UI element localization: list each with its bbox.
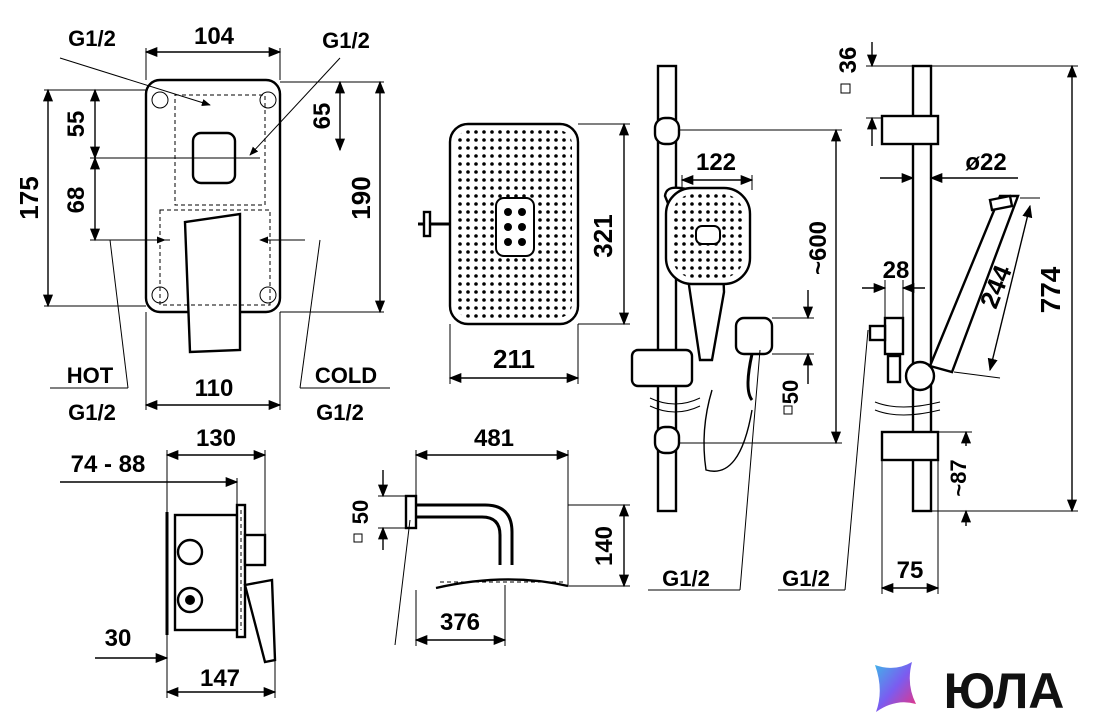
dim-handshower-122: 122: [696, 149, 736, 176]
yula-logo: ЮЛА: [875, 662, 1064, 719]
dim-190: 190: [346, 176, 376, 219]
thread-hot: G1/2: [68, 400, 116, 425]
dim-rail-87: ~87: [946, 459, 971, 496]
dim-shower-211: 211: [493, 344, 535, 374]
dim-rail-36: 36: [835, 47, 862, 74]
shower-arm-dimension-lines: [377, 449, 630, 646]
dim-rail-774: 774: [1035, 266, 1066, 313]
label-cold: COLD: [315, 363, 377, 388]
dim-rail-600: ~600: [805, 221, 832, 275]
mixer-dimension-lines: [42, 46, 390, 411]
dim-175: 175: [14, 176, 44, 219]
dim-55: 55: [63, 111, 90, 138]
thread-handshower-left: G1/2: [662, 566, 710, 591]
dim-box-147: 147: [200, 665, 240, 692]
thread-top-right: G1/2: [322, 28, 370, 53]
slide-rail-side-dimension-lines: [862, 42, 1078, 594]
logo-text: ЮЛА: [944, 663, 1065, 719]
dim-holder-50: 50: [778, 380, 803, 404]
slide-rail-dimension-lines: [648, 128, 869, 591]
dim-rail-d22: ø22: [965, 149, 1006, 176]
thread-handshower-right: G1/2: [782, 566, 830, 591]
shower-head-dimension-lines: [448, 122, 630, 384]
dim-mixer-width: 104: [194, 23, 235, 50]
square-symbol: [840, 83, 851, 94]
dim-box-30: 30: [105, 625, 132, 652]
dim-arm-481: 481: [474, 425, 514, 452]
mixer-box-dimension-lines: [60, 449, 277, 698]
mixer-front-view: [144, 78, 282, 354]
dim-68: 68: [63, 187, 90, 214]
slide-rail-front-view: [630, 64, 774, 513]
dim-arm-140: 140: [591, 526, 618, 566]
dim-rail-75: 75: [897, 557, 924, 584]
dim-box-74-88: 74 - 88: [71, 451, 146, 478]
dim-arm-50: 50: [348, 500, 373, 524]
thread-cold: G1/2: [316, 400, 364, 425]
dim-65: 65: [309, 103, 336, 130]
dim-box-130: 130: [196, 425, 236, 452]
mixer-box-side-view: [165, 503, 277, 664]
dim-shower-321: 321: [588, 214, 618, 257]
dim-mixer-bottom-width: 110: [195, 375, 234, 402]
square-symbol: [783, 405, 793, 415]
dim-arm-376: 376: [440, 609, 480, 636]
logo-mark-icon: [875, 662, 916, 712]
label-hot: HOT: [67, 363, 114, 388]
shower-arm-side-view: [404, 494, 569, 590]
square-symbol: [353, 533, 363, 543]
dim-rail-28: 28: [883, 257, 910, 284]
thread-top-left: G1/2: [68, 26, 116, 51]
shower-head-top-view: [418, 122, 580, 326]
